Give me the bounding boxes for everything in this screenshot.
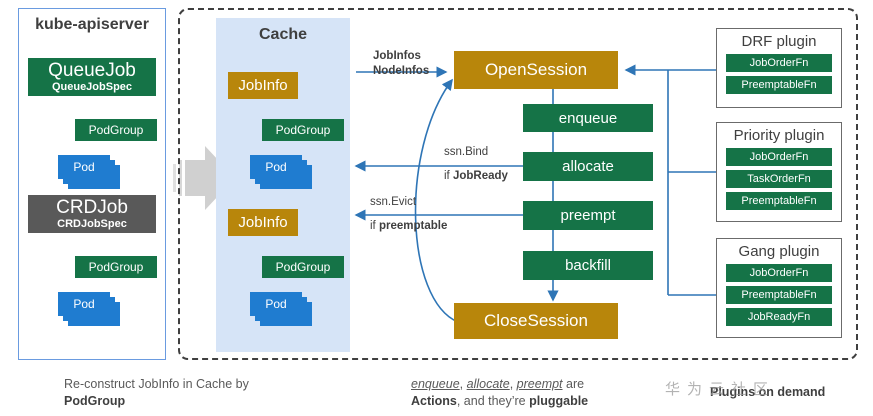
crdjob-spec: CRDJobSpec <box>57 217 127 230</box>
plugin-priority[interactable]: Priority plugin JobOrderFn TaskOrderFn P… <box>716 122 842 222</box>
edge-label-ssn-bind: ssn.Bind <box>444 146 489 158</box>
open-session-box[interactable]: OpenSession <box>454 51 618 89</box>
jobinfo-2-pod-stack[interactable]: Pod <box>250 292 312 326</box>
plugin-gang-fn-0[interactable]: JobOrderFn <box>726 264 832 282</box>
plugin-drf-fn-0[interactable]: JobOrderFn <box>726 54 832 72</box>
action-allocate-box[interactable]: allocate <box>523 152 653 181</box>
scheduler-boundary <box>178 8 858 360</box>
crdjob-pod-label: Pod <box>73 297 95 311</box>
edge-label-if-preemptable: if preemptable <box>370 220 448 232</box>
plugin-gang-fn-2[interactable]: JobReadyFn <box>726 308 832 326</box>
plugin-gang-title: Gang plugin <box>738 243 820 260</box>
action-enqueue-box[interactable]: enqueue <box>523 104 653 132</box>
edge-label-ssn-evict: ssn.Evict <box>370 196 417 208</box>
jobinfo-1-pod-stack[interactable]: Pod <box>250 155 312 189</box>
edge-label-jobinfos: JobInfos <box>373 50 421 62</box>
plugin-drf[interactable]: DRF plugin JobOrderFn PreemptableFn <box>716 28 842 108</box>
queuejob-pod-stack[interactable]: Pod <box>58 155 120 189</box>
close-session-box[interactable]: CloseSession <box>454 303 618 339</box>
action-preempt-box[interactable]: preempt <box>523 201 653 230</box>
jobinfo-2-podgroup-box[interactable]: PodGroup <box>262 256 344 278</box>
plugin-drf-title: DRF plugin <box>741 33 817 50</box>
jobinfo-1-podgroup-box[interactable]: PodGroup <box>262 119 344 141</box>
jobinfo-box-1[interactable]: JobInfo <box>228 72 298 99</box>
caption-left: Re-construct JobInfo in Cache by PodGrou… <box>64 377 249 408</box>
plugin-priority-fn-0[interactable]: JobOrderFn <box>726 148 832 166</box>
caption-right: Plugins on demand <box>710 385 826 399</box>
plugin-gang[interactable]: Gang plugin JobOrderFn PreemptableFn Job… <box>716 238 842 338</box>
queuejob-spec: QueueJobSpec <box>51 80 133 93</box>
queuejob-pod-label: Pod <box>73 160 95 174</box>
queuejob-box[interactable]: QueueJob QueueJobSpec <box>28 58 156 96</box>
caption-center: enqueue, allocate, preempt are Actions, … <box>411 377 589 408</box>
queuejob-podgroup-box[interactable]: PodGroup <box>75 119 157 141</box>
action-backfill-box[interactable]: backfill <box>523 251 653 280</box>
jobinfo-2-pod-label: Pod <box>265 297 287 311</box>
kube-apiserver-title: kube-apiserver <box>35 16 149 33</box>
queuejob-name: QueueJob <box>48 59 136 81</box>
plugin-priority-fn-2[interactable]: PreemptableFn <box>726 192 832 210</box>
cache-title: Cache <box>258 26 308 43</box>
crdjob-box[interactable]: CRDJob CRDJobSpec <box>28 195 156 233</box>
plugin-priority-title: Priority plugin <box>733 127 825 144</box>
jobinfo-box-2[interactable]: JobInfo <box>228 209 298 236</box>
jobinfo-1-pod-label: Pod <box>265 160 287 174</box>
edge-label-if-jobready: if JobReady <box>444 170 508 182</box>
crdjob-podgroup-box[interactable]: PodGroup <box>75 256 157 278</box>
plugin-priority-fn-1[interactable]: TaskOrderFn <box>726 170 832 188</box>
plugin-gang-fn-1[interactable]: PreemptableFn <box>726 286 832 304</box>
crdjob-name: CRDJob <box>56 196 128 218</box>
edge-label-nodeinfos: NodeInfos <box>373 65 430 77</box>
plugin-drf-fn-1[interactable]: PreemptableFn <box>726 76 832 94</box>
crdjob-pod-stack[interactable]: Pod <box>58 292 120 326</box>
